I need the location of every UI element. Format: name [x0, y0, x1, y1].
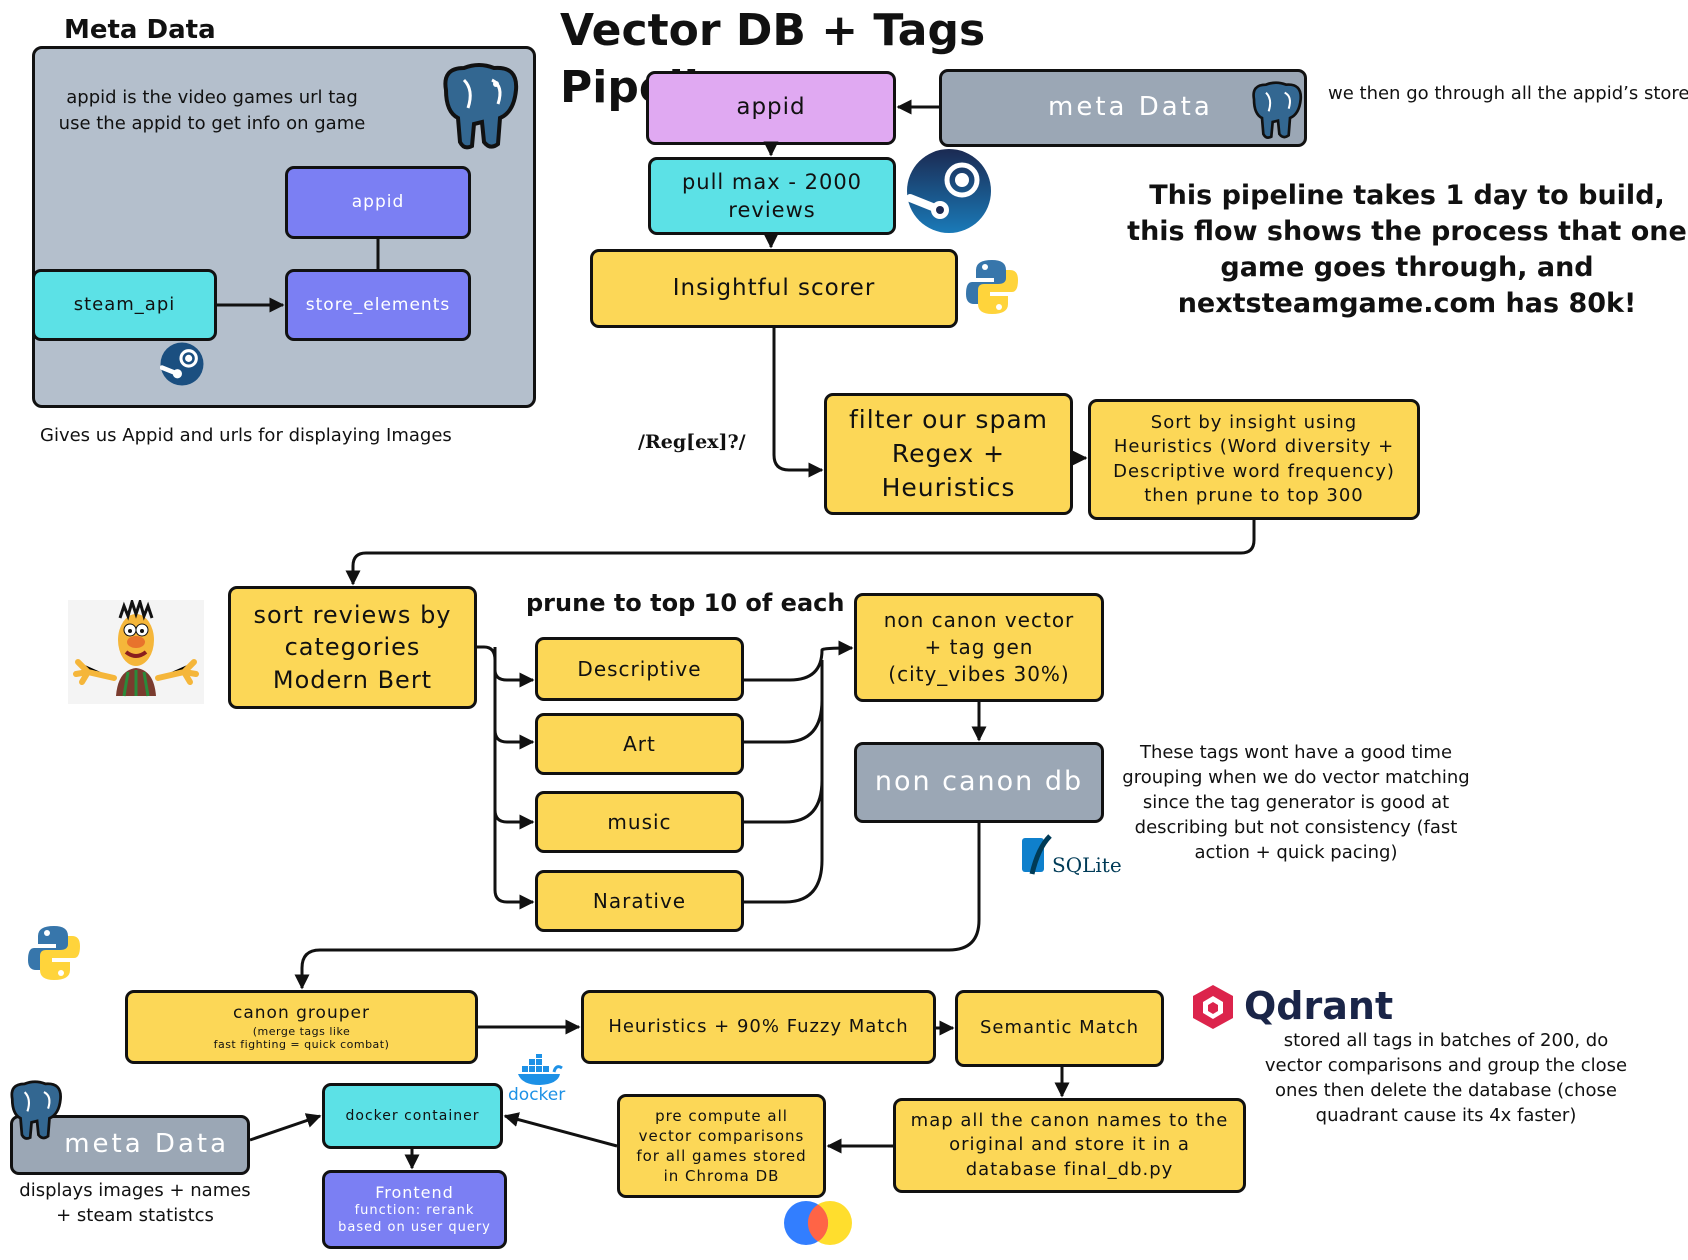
- frontend-node: Frontend function: rerank based on user …: [322, 1170, 507, 1249]
- non-canon-gen-node: non canon vector + tag gen (city_vibes 3…: [854, 593, 1104, 702]
- category-music: music: [535, 791, 744, 853]
- sort-insight-node: Sort by insight using Heuristics (Word d…: [1088, 399, 1420, 520]
- prune-label: prune to top 10 of each: [526, 589, 845, 617]
- canon-grouper-sub2: fast fighting = quick combat): [213, 1038, 390, 1052]
- qdrant-note: stored all tags in batches of 200, do ve…: [1264, 1030, 1628, 1126]
- sqlite-icon: [1020, 834, 1056, 878]
- steam-api-node: steam_api: [32, 269, 217, 341]
- pipeline-note: This pipeline takes 1 day to build, this…: [1127, 180, 1687, 319]
- steam-small-icon: [159, 342, 204, 386]
- category-art: Art: [535, 713, 744, 775]
- meta-panel-caption: Gives us Appid and urls for displaying I…: [40, 425, 452, 446]
- appid-store-note: we then go through all the appid’s store: [1328, 83, 1688, 104]
- category-descriptive: Descriptive: [535, 637, 744, 701]
- chroma-icon: [782, 1200, 854, 1246]
- appid-node: appid: [646, 71, 896, 145]
- canon-grouper-sub1: (merge tags like: [252, 1024, 351, 1038]
- pull-reviews-node: pull max - 2000 reviews: [648, 157, 896, 235]
- meta-panel-desc-line1: appid is the video games url tag: [66, 87, 358, 108]
- docker-container-node: docker container: [322, 1083, 503, 1149]
- meta-data-top-node: meta Data: [939, 69, 1307, 147]
- map-canon-node: map all the canon names to the original …: [893, 1098, 1246, 1193]
- store-elements-node: store_elements: [285, 269, 471, 341]
- canon-grouper-node: canon grouper (merge tags like fast figh…: [125, 990, 478, 1064]
- insightful-scorer-node: Insightful scorer: [590, 249, 958, 328]
- docker-icon: [516, 1052, 564, 1086]
- qdrant-logo-text: Qdrant: [1244, 984, 1394, 1028]
- bert-character-icon: [68, 596, 204, 704]
- category-narative: Narative: [535, 870, 744, 932]
- steam-icon: [906, 148, 992, 234]
- fuzzy-match-node: Heuristics + 90% Fuzzy Match: [581, 990, 936, 1064]
- sqlite-logo-text: SQLite: [1052, 853, 1122, 877]
- python-icon: [964, 258, 1020, 316]
- frontend-sub: function: rerank based on user query: [338, 1203, 491, 1236]
- semantic-match-node: Semantic Match: [955, 990, 1164, 1067]
- meta-appid-node: appid: [285, 166, 471, 239]
- meta-panel-heading: Meta Data: [64, 15, 216, 45]
- frontend-title: Frontend: [375, 1182, 454, 1202]
- sort-categories-node: sort reviews by categories Modern Bert: [228, 586, 477, 709]
- postgres-elephant-bottom-icon: [4, 1078, 66, 1142]
- filter-spam-node: filter our spam Regex + Heuristics: [824, 393, 1073, 515]
- canon-grouper-title: canon grouper: [233, 1002, 370, 1023]
- non-canon-note: These tags wont have a good time groupin…: [1122, 742, 1470, 863]
- meta-bottom-note: displays images + names + steam statistc…: [19, 1180, 251, 1226]
- postgres-elephant-top-icon: [1246, 76, 1306, 144]
- precompute-node: pre compute all vector comparisons for a…: [617, 1094, 826, 1198]
- regex-label: /Reg[ex]?/: [638, 431, 746, 453]
- docker-logo-text: docker: [508, 1085, 566, 1105]
- qdrant-icon: [1188, 982, 1238, 1032]
- non-canon-db-node: non canon db: [854, 742, 1104, 823]
- meta-panel-desc-line2: use the appid to get info on game: [58, 113, 366, 134]
- postgres-elephant-icon: [434, 60, 524, 152]
- python-left-icon: [26, 924, 82, 982]
